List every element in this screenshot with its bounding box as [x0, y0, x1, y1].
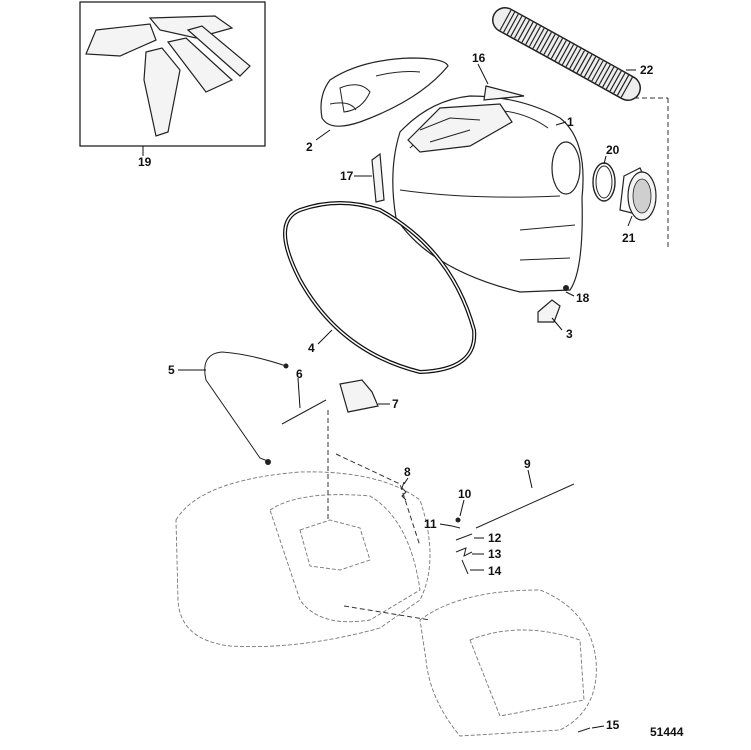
lower-cowl-reference [175, 471, 597, 737]
spring-item-13 [455, 547, 473, 557]
clip-item-10 [455, 517, 461, 523]
callout-15: 15 [606, 718, 620, 732]
callout-3: 3 [566, 327, 573, 341]
callout-19: 19 [138, 155, 152, 169]
inset-box-item-19 [79, 1, 266, 156]
pin-item-11 [451, 525, 461, 529]
bolt-item-14 [461, 559, 469, 575]
seal-ring-item-20 [592, 162, 616, 202]
alignment-line-2 [335, 453, 421, 547]
top-cowl-item-1 [392, 95, 584, 293]
trim-strip-item-16 [483, 85, 525, 101]
callout-22: 22 [640, 63, 654, 77]
latch-item-7 [339, 379, 379, 413]
callout-10: 10 [458, 487, 472, 501]
callout-21: 21 [622, 231, 636, 245]
callout-1: 1 [567, 115, 574, 129]
leader-lines [178, 63, 636, 729]
screw-item-15 [577, 727, 591, 733]
hose-item-22 [492, 7, 669, 250]
callout-12: 12 [488, 531, 502, 545]
callout-8: 8 [404, 465, 411, 479]
callout-14: 14 [488, 564, 502, 578]
callout-13: 13 [488, 547, 502, 561]
front-cover-item-2 [320, 57, 449, 127]
trim-strip-item-17 [371, 152, 385, 203]
callout-20: 20 [606, 143, 620, 157]
figure-id: 51444 [650, 725, 684, 739]
fastener-item-18 [563, 285, 569, 291]
spring-item-8 [401, 481, 407, 501]
pin-item-6 [281, 399, 327, 425]
bracket-item-3 [537, 299, 561, 323]
callout-7: 7 [392, 397, 399, 411]
callout-9: 9 [524, 457, 531, 471]
callout-2: 2 [306, 140, 313, 154]
callout-4: 4 [308, 341, 315, 355]
alignment-line-3 [343, 605, 431, 621]
callout-labels: 1 2 3 4 5 6 7 8 9 10 11 12 13 14 15 16 1… [138, 51, 684, 739]
callout-5: 5 [168, 363, 175, 377]
gasket-item-4 [283, 201, 477, 375]
callout-17: 17 [340, 169, 354, 183]
bushing-item-12 [455, 533, 473, 541]
callout-6: 6 [296, 367, 303, 381]
callout-18: 18 [576, 291, 590, 305]
callout-16: 16 [472, 51, 486, 65]
latch-rod-item-5 [204, 351, 289, 465]
callout-11: 11 [424, 517, 437, 531]
air-intake-item-21 [619, 167, 657, 221]
rod-item-9 [475, 483, 575, 529]
